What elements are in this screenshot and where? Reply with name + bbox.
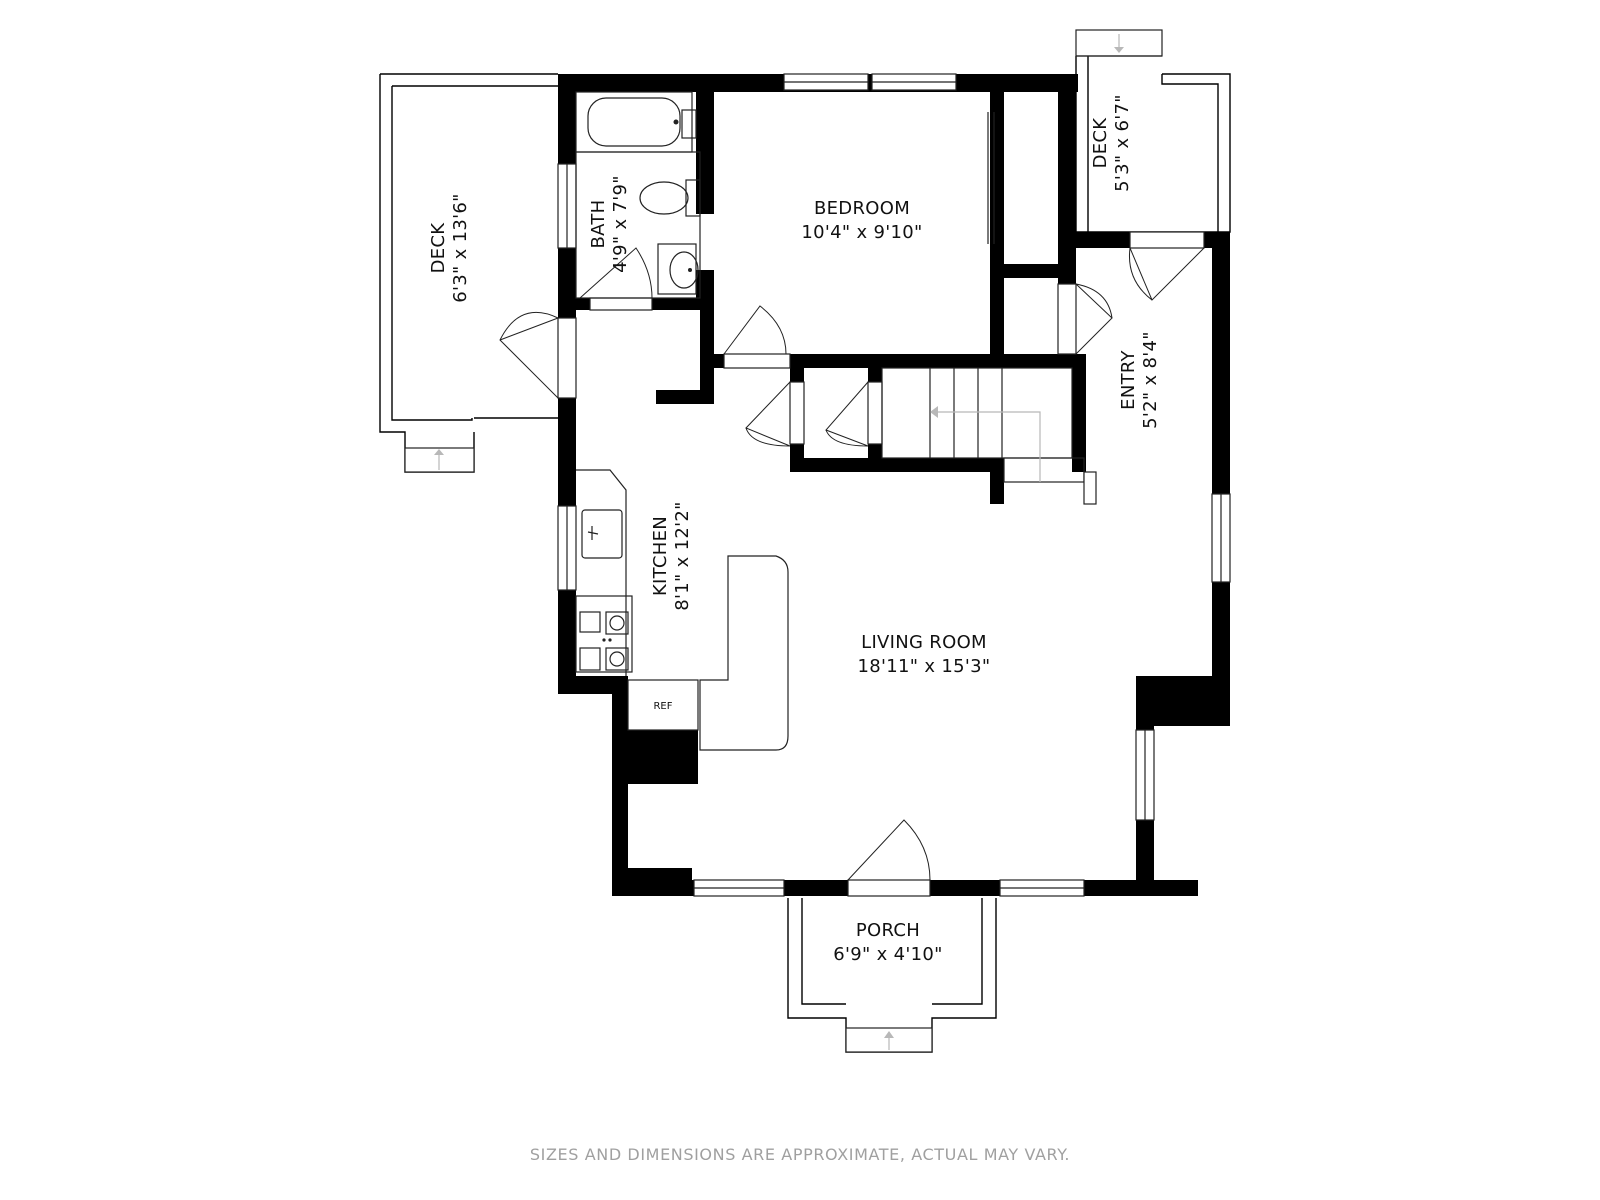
deck-right-name: DECK — [1090, 117, 1111, 169]
bedroom-name: BEDROOM — [814, 198, 910, 219]
deck-left-size: 6'3" x 13'6" — [450, 193, 471, 302]
entry-name: ENTRY — [1118, 349, 1139, 409]
doors — [499, 247, 1205, 897]
deck-right — [1075, 29, 1231, 233]
deck-right-size: 5'3" x 6'7" — [1112, 94, 1133, 192]
living-room-name: LIVING ROOM — [861, 632, 987, 653]
refrigerator-label: REF — [653, 701, 672, 712]
disclaimer: SIZES AND DIMENSIONS ARE APPROXIMATE, AC… — [529, 1145, 1071, 1164]
entry-size: 5'2" x 8'4" — [1140, 331, 1161, 429]
deck-left-name: DECK — [428, 222, 449, 274]
porch-name: PORCH — [856, 920, 920, 941]
bedroom-size: 10'4" x 9'10" — [801, 222, 922, 243]
bath-name: BATH — [588, 200, 609, 249]
bath-fixtures — [575, 91, 701, 299]
deck-left — [379, 73, 558, 473]
porch — [787, 898, 997, 1053]
room-labels: DECK 6'3" x 13'6" BATH 4'9" x 7'9" BEDRO… — [428, 94, 1161, 965]
stairs — [881, 367, 1097, 505]
bath-size: 4'9" x 7'9" — [610, 175, 631, 273]
living-room-size: 18'11" x 15'3" — [858, 656, 991, 677]
kitchen-fixtures — [575, 469, 789, 751]
windows — [557, 73, 1231, 897]
bedroom-closet — [987, 112, 995, 244]
porch-size: 6'9" x 4'10" — [833, 944, 942, 965]
kitchen-name: KITCHEN — [650, 516, 671, 596]
kitchen-size: 8'1" x 12'2" — [672, 501, 693, 610]
